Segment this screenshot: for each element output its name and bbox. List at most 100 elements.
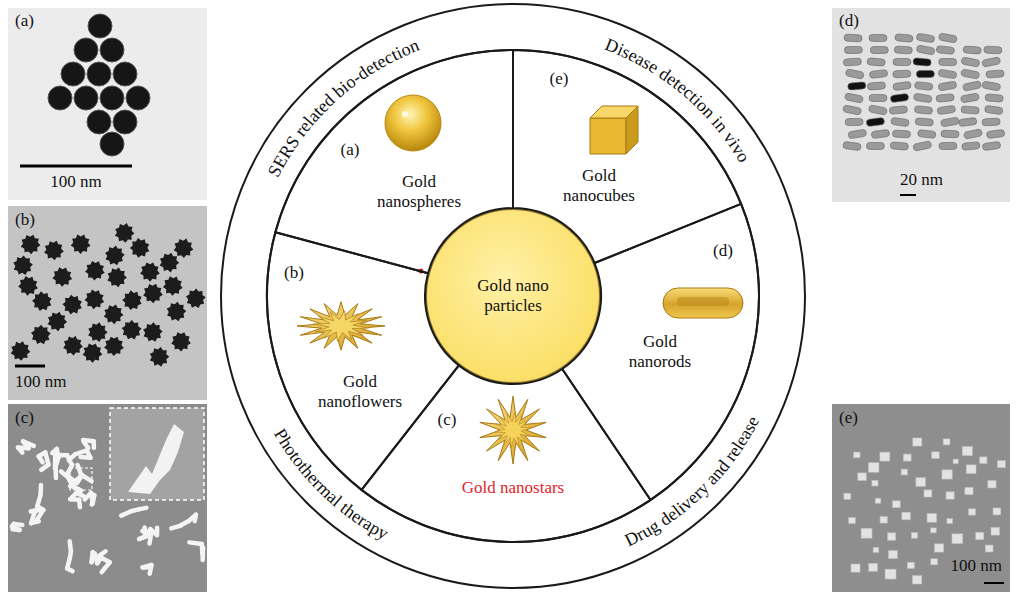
nanoflower-particle xyxy=(171,332,191,351)
sector-wedge: (d)Gold nanorods xyxy=(559,200,762,503)
nanorod-particle xyxy=(918,130,937,139)
nanoflower-particle xyxy=(52,267,72,286)
nanorod-particle xyxy=(867,82,885,90)
nanoflower-particle xyxy=(130,238,149,258)
nanoflower-particle xyxy=(62,295,81,315)
nanostar-branch xyxy=(142,527,147,536)
nanocube-particle xyxy=(911,533,917,539)
nanorod-particle xyxy=(843,58,861,66)
sector-wedge: (b) Gold nanoflowers xyxy=(264,229,462,493)
sector-outline-path xyxy=(562,204,759,500)
nanorod-particle xyxy=(938,81,957,91)
particle-name: Gold nanoflowers xyxy=(314,372,406,412)
inset-structure xyxy=(128,424,184,494)
nanorod-particle xyxy=(845,118,863,125)
nanorod-particle xyxy=(913,141,932,151)
nanocube-particle xyxy=(969,509,976,515)
nanocube-particle xyxy=(947,519,953,524)
nanorod-particle xyxy=(961,106,979,114)
nanoflower-particle xyxy=(63,336,83,356)
nanocube-particle xyxy=(880,517,887,523)
nanosphere-particle xyxy=(126,86,150,110)
nanostar-branch xyxy=(95,554,97,564)
nanorod-particle xyxy=(914,106,933,115)
nanorod-particle xyxy=(940,117,959,127)
nanocube-particle xyxy=(861,528,872,538)
nanocube-particle xyxy=(912,576,921,584)
callout-letter: (e) xyxy=(550,69,569,89)
nanocube-particle xyxy=(931,528,937,533)
nanoflower-particle xyxy=(71,235,91,254)
nanocube-particle xyxy=(888,533,896,540)
nanocube-particle xyxy=(946,492,954,499)
center-title: Gold nano particles xyxy=(467,276,559,316)
application-label: SERS related bio-detection xyxy=(264,35,422,180)
nanoflower-particle xyxy=(186,288,206,308)
nanorod-particle xyxy=(916,70,934,77)
sector-wedge: (e)Gold nanocubes xyxy=(510,47,745,267)
nanocube-particle xyxy=(901,469,907,475)
nanoflower-particle xyxy=(11,341,31,361)
nanorod-particle xyxy=(984,105,1003,115)
nanoflower-particle xyxy=(160,253,180,273)
nanorod-particle xyxy=(891,117,910,127)
rod-shade xyxy=(677,297,729,306)
nanoflower-particle xyxy=(104,337,124,356)
nanorod-particle xyxy=(986,70,1004,78)
nanorod-particle xyxy=(937,105,956,114)
panel-letter: (d) xyxy=(837,11,861,31)
nanostar-branch xyxy=(82,475,91,481)
nanorod-particle xyxy=(845,93,864,104)
nanoflower-particle xyxy=(167,302,187,322)
scale-bar xyxy=(15,365,45,368)
nanorod-particle xyxy=(916,33,935,43)
nanocube-particle xyxy=(858,473,866,481)
nanorod-particle xyxy=(868,105,887,115)
nanorod-particle xyxy=(895,34,914,43)
nanoflower-particle xyxy=(13,255,33,275)
nanostar-branch xyxy=(23,441,34,445)
scale-label: 100 nm xyxy=(13,372,68,392)
nanorod-particle xyxy=(892,130,910,138)
nanocube-particle xyxy=(916,478,926,487)
panel-letter: (c) xyxy=(13,408,36,428)
nanorod-particle xyxy=(913,93,932,103)
sphere-highlight xyxy=(402,111,408,117)
nanocube-particle xyxy=(943,439,950,445)
nanostar-branch xyxy=(143,565,150,570)
nanorod-particle xyxy=(961,57,980,67)
nanostar-branch xyxy=(77,500,82,508)
micrograph-panel xyxy=(832,8,1010,202)
nanocube-particle xyxy=(849,518,856,524)
nanosphere-particle xyxy=(100,38,124,62)
nanosphere-particle xyxy=(74,86,98,110)
nanorod-particle xyxy=(982,57,1001,67)
nanorod-particle xyxy=(915,118,933,126)
nanorod-particle xyxy=(938,33,957,43)
nanoflower-particle xyxy=(163,276,183,296)
nanostar-branch xyxy=(195,515,196,521)
application-label-path: Disease detection in vivo xyxy=(602,34,754,166)
nanocube-particle xyxy=(934,544,943,552)
callout-letter: (b) xyxy=(284,263,304,283)
nanorod-particle xyxy=(893,81,912,90)
nanorod-particle xyxy=(986,129,1005,138)
nanocube-particle xyxy=(844,493,851,499)
nanocube-particle xyxy=(851,564,860,572)
nanocube-particle xyxy=(962,447,972,456)
inner-ring xyxy=(267,50,759,542)
nanostar-branch xyxy=(200,548,205,560)
nanorod-particle xyxy=(984,46,1002,54)
nanoflower-particle xyxy=(104,305,124,325)
nanosphere-particle xyxy=(113,110,137,134)
nanocube-particle xyxy=(953,459,958,464)
nanocube-particle xyxy=(931,559,938,565)
nanorod-particle xyxy=(936,94,955,103)
nanorod-particle xyxy=(958,117,977,126)
nanocube-particle xyxy=(902,512,910,520)
nanorod-particle xyxy=(890,93,909,102)
nanorod-particle xyxy=(941,130,959,138)
nanocube-particle xyxy=(868,463,879,472)
nanorod-particle xyxy=(982,118,1000,126)
nanostar-branch xyxy=(53,456,58,469)
